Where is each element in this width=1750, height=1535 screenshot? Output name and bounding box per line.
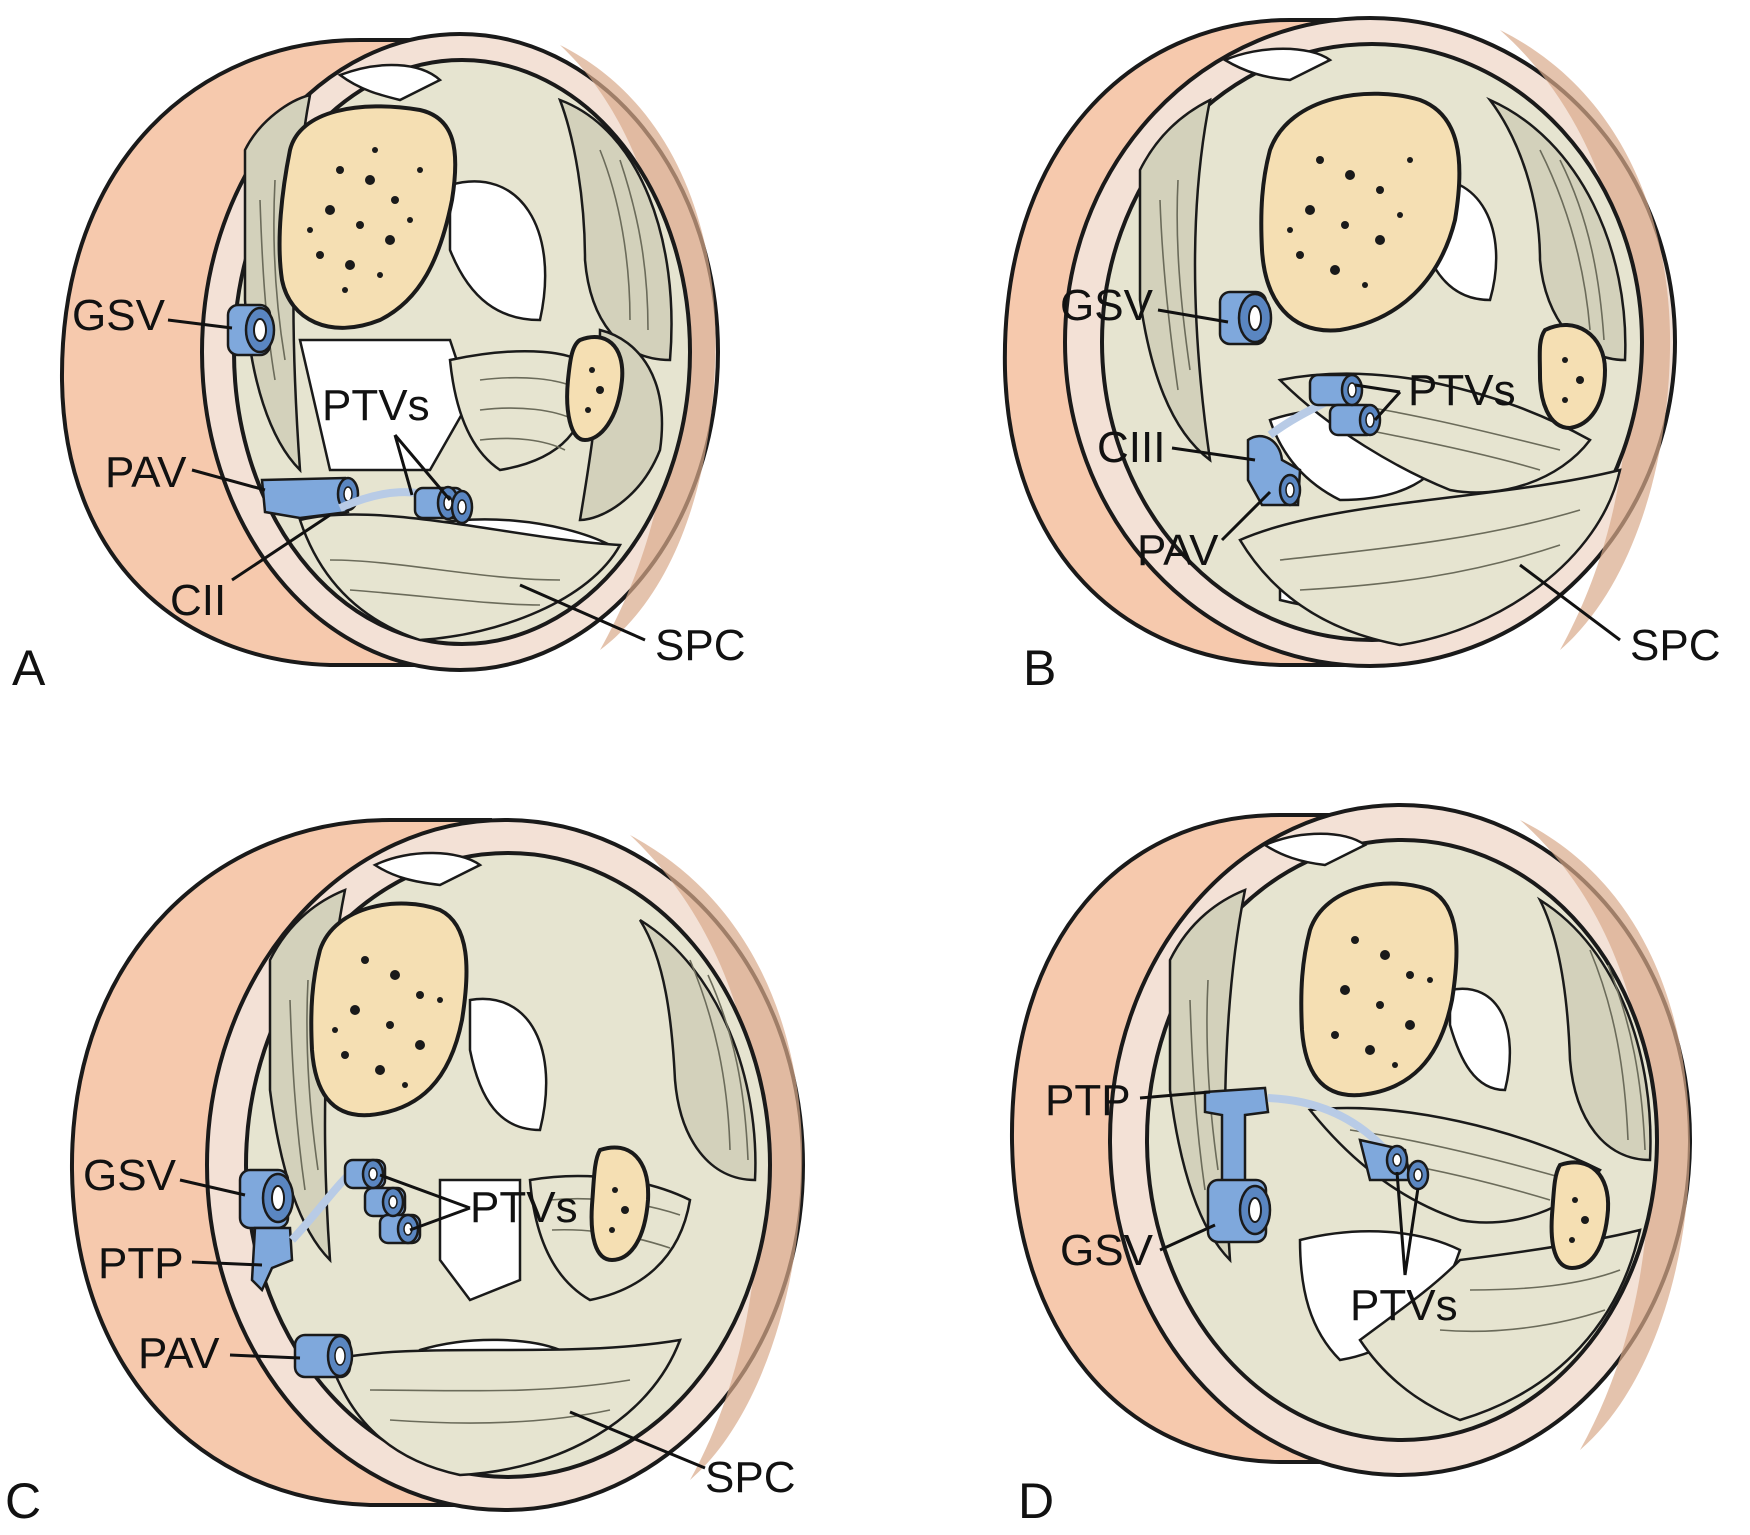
panel-b-ptvs-leader xyxy=(1354,383,1402,421)
panel-c-tibia xyxy=(309,901,469,1118)
panel-c-pav-vessel xyxy=(293,1333,354,1379)
panel-b-muscle-hatching xyxy=(1159,149,1605,591)
panel-d-ptp-leader xyxy=(1139,1090,1211,1100)
panel-c-spc-leader xyxy=(569,1410,706,1470)
panel-b-pav-vessel xyxy=(1246,434,1302,507)
panel-c-skin-rim-shade xyxy=(630,835,803,1480)
panel-a-fibula xyxy=(565,334,625,443)
panel-b-ptvs-vessels xyxy=(1308,373,1382,437)
panel-a-spc-label: SPC xyxy=(655,621,745,670)
panel-b-tibia xyxy=(1259,91,1462,333)
panel-c-gsv-label: GSV xyxy=(83,1151,177,1200)
panel-d-fibula xyxy=(1549,1160,1611,1271)
panel-c-ptp-vessel xyxy=(250,1226,294,1293)
panel-d-void-upper xyxy=(1262,832,1368,867)
panel-d-gsv-leader xyxy=(1159,1223,1216,1252)
panel-c-gsv-leader xyxy=(179,1178,246,1197)
panel-c-fibula-pores xyxy=(609,1187,629,1233)
panel-b-skin-rim-shade xyxy=(1500,30,1671,650)
panel-a-void-upper xyxy=(337,63,443,102)
panel-a-perforator-leader xyxy=(231,513,331,582)
panel-c-pav-leader xyxy=(229,1353,301,1360)
panel-b-gsv-label: GSV xyxy=(1060,281,1154,330)
panel-c-pav-label: PAV xyxy=(138,1329,220,1378)
panel-a-void-interosseous xyxy=(448,180,547,322)
panel-c-void-posterior xyxy=(438,1178,522,1302)
panel-c: GSV PTP PAV PTVs SPC C xyxy=(5,818,805,1529)
panel-a-tibia xyxy=(277,104,458,330)
panel-d-void-interosseous xyxy=(1448,987,1512,1092)
panel-d: PTP GSV PTVs D xyxy=(1009,803,1692,1529)
panel-d-skin-rim-shade xyxy=(1520,820,1690,1450)
panel-c-ptvs-leader xyxy=(379,1173,471,1232)
panel-c-muscle-superficial-posterior xyxy=(328,1338,682,1477)
panel-c-gsv-vessel xyxy=(238,1168,295,1230)
panel-d-tibia xyxy=(1299,881,1459,1098)
panel-a-muscle-superficial-posterior xyxy=(298,513,623,642)
panel-b-muscle-superficial-posterior xyxy=(1238,468,1622,647)
panel-a-leg-illustration xyxy=(59,32,720,672)
panel-b-perforator-leader xyxy=(1171,446,1256,462)
panel-b-gsv-vessel xyxy=(1218,290,1273,346)
panel-a-gsv-vessel xyxy=(226,303,276,357)
panel-d-ptvs-leader xyxy=(1395,1171,1420,1276)
panel-b-fibula xyxy=(1537,323,1608,431)
panel-b-muscle-medial xyxy=(1138,97,1212,463)
panel-a-void-posterior xyxy=(298,338,472,472)
panel-a-pav-label: PAV xyxy=(105,448,187,497)
panel-b-letter: B xyxy=(1023,640,1056,696)
panel-d-gsv-label: GSV xyxy=(1060,1226,1154,1275)
panel-d-gsv-vessel xyxy=(1206,1178,1272,1244)
panel-a-spc-leader xyxy=(519,583,646,642)
panel-b-pav-leader xyxy=(1220,490,1272,542)
panel-b-leg-illustration xyxy=(1002,16,1677,668)
panel-c-fibula xyxy=(589,1145,651,1263)
panel-b-pav-label: PAV xyxy=(1137,526,1219,575)
panel-d-tibia-pores xyxy=(1331,936,1433,1068)
panel-c-ptp-label: PTP xyxy=(98,1239,184,1288)
panel-c-muscle-lateral xyxy=(638,918,757,1182)
panel-a-pav-vessel xyxy=(260,476,360,520)
panel-a-ptvs-leader xyxy=(393,434,452,501)
panel-b-tibia-pores xyxy=(1287,156,1413,288)
panel-c-ptp-leader xyxy=(191,1260,263,1267)
panel-b-spc-label: SPC xyxy=(1630,621,1720,670)
panel-a: GSV PTVs PAV CII SPC A xyxy=(12,32,745,696)
panel-a-muscle-hatching xyxy=(259,149,649,606)
panel-a-perforator-label: CII xyxy=(170,576,226,625)
panel-c-ptvs-label: PTVs xyxy=(470,1183,578,1232)
panel-b-gsv-leader xyxy=(1157,308,1229,324)
panel-b: GSV PTVs CIII PAV SPC B xyxy=(1002,16,1720,696)
panel-a-fibula-pores xyxy=(585,367,604,413)
panel-d-leg-illustration xyxy=(1009,803,1692,1477)
panel-d-ptvs-vessels xyxy=(1358,1138,1430,1191)
panel-a-gsv-leader xyxy=(167,318,233,330)
panel-b-spc-leader xyxy=(1519,563,1621,642)
panel-c-ptvs-vessels xyxy=(343,1158,422,1245)
panel-c-void-interosseous xyxy=(468,997,548,1132)
panel-c-tibia-pores xyxy=(332,956,443,1088)
panel-a-gsv-label: GSV xyxy=(72,291,166,340)
panel-b-fibula-pores xyxy=(1562,357,1584,403)
panel-d-letter: D xyxy=(1018,1473,1054,1529)
panel-b-ptvs-label: PTVs xyxy=(1408,366,1516,415)
panel-c-letter: C xyxy=(5,1473,41,1529)
panel-d-ptp-label: PTP xyxy=(1045,1076,1131,1125)
panel-c-void-upper xyxy=(372,851,483,887)
panel-a-pav-leader xyxy=(191,468,266,492)
panel-a-ptvs-label: PTVs xyxy=(322,381,430,430)
panel-c-spc-label: SPC xyxy=(705,1453,795,1502)
panel-a-tibia-pores xyxy=(307,147,423,293)
panel-a-skin-rim-shade xyxy=(560,45,716,650)
panel-d-ptvs-label: PTVs xyxy=(1350,1281,1458,1330)
panel-c-leg-illustration xyxy=(69,818,805,1512)
panel-a-letter: A xyxy=(12,640,46,696)
panel-b-void-upper xyxy=(1222,47,1333,82)
panel-d-fibula-pores xyxy=(1569,1197,1589,1243)
panel-b-perforator-label: CIII xyxy=(1097,423,1165,472)
